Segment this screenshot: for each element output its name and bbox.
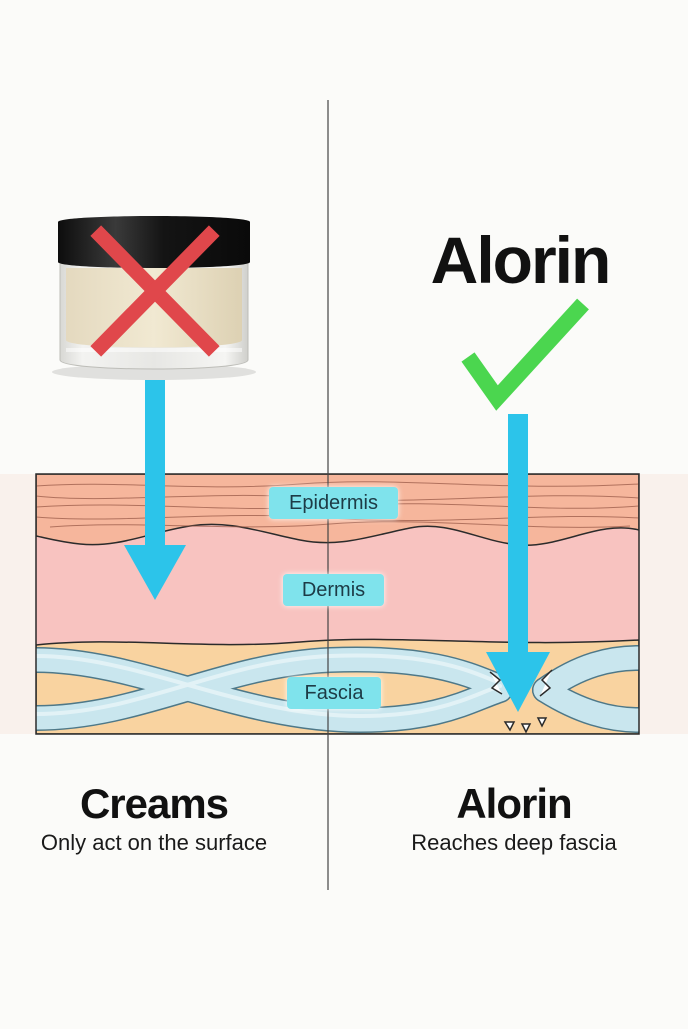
checkmark-icon: [461, 298, 589, 411]
cream-penetration-arrow: [124, 380, 186, 600]
creams-title: Creams: [79, 780, 229, 827]
fascia-rupture-marks: [489, 669, 553, 734]
creams-subtitle: Only act on the surface: [40, 830, 268, 855]
dermis-label: Dermis: [283, 574, 384, 606]
alorin-title: Alorin: [456, 780, 572, 827]
cross-icon: [90, 225, 220, 357]
skin-frame: [35, 473, 640, 735]
brand-heading: Alorin: [430, 223, 612, 297]
skin-ghost-right: [639, 474, 688, 734]
alorin-penetration-arrow: [486, 414, 550, 712]
fascia-label: Fascia: [287, 677, 381, 709]
epidermis-label: Epidermis: [269, 487, 398, 519]
skin-ghost-left: [0, 474, 36, 734]
alorin-subtitle: Reaches deep fascia: [411, 830, 617, 855]
fascia-bands: [36, 645, 639, 734]
